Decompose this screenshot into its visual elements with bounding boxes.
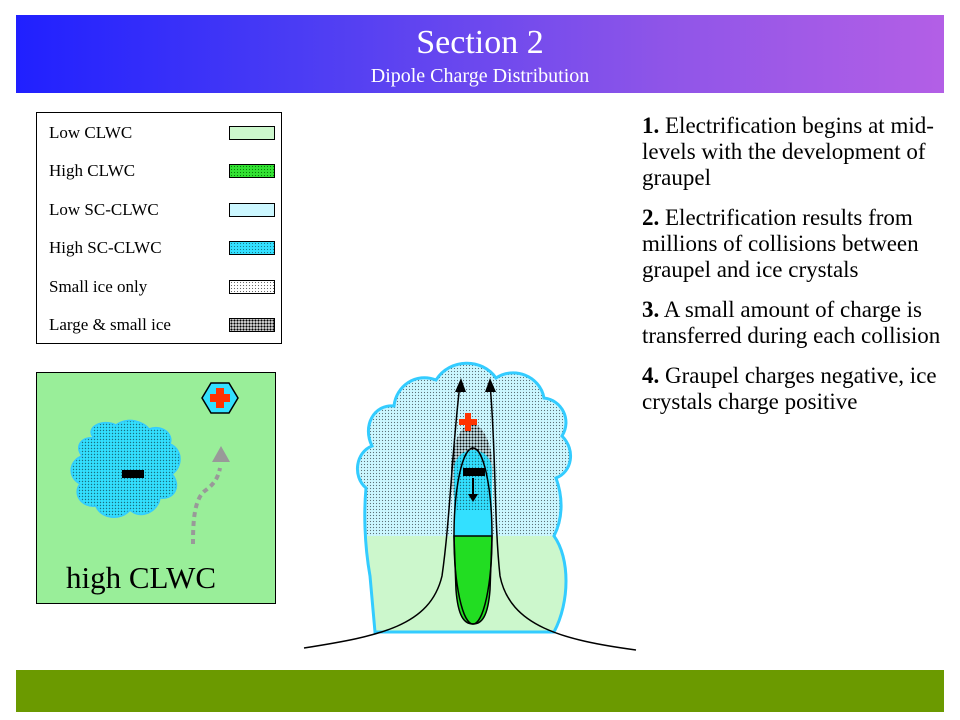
legend-swatch-high-clwc	[229, 164, 275, 178]
slide-subtitle: Dipole Charge Distribution	[370, 65, 590, 87]
step-text: A small amount of charge is transferred …	[642, 297, 941, 348]
arrow-head-icon	[212, 446, 230, 462]
step-number: 3.	[642, 297, 660, 322]
step-number: 4.	[642, 363, 660, 388]
legend-swatch-small-ice	[229, 280, 275, 294]
legend-label: High CLWC	[49, 161, 136, 180]
high-sc-clwc-blob	[70, 419, 181, 518]
legend-label: High SC-CLWC	[49, 238, 162, 257]
arrow-head-icon	[485, 378, 496, 392]
high-clwc-inset: high CLWC	[36, 372, 276, 604]
legend-item-large-small-ice: Large & small ice	[49, 314, 277, 336]
legend-label: Low SC-CLWC	[49, 200, 159, 219]
legend-item-high-clwc: High CLWC	[49, 160, 277, 182]
legend: Low CLWC High CLWC Low SC-CLWC High SC-C…	[36, 112, 282, 344]
arrow-head-icon	[468, 494, 478, 502]
legend-item-small-ice: Small ice only	[49, 276, 277, 298]
plus-icon	[459, 413, 477, 431]
thunderstorm-cloud-diagram	[300, 340, 640, 660]
trajectory-arrow	[191, 467, 222, 545]
step-number: 1.	[642, 113, 660, 138]
low-sc-clwc-core	[454, 510, 492, 536]
step-3: 3. A small amount of charge is transferr…	[642, 297, 942, 349]
legend-item-low-clwc: Low CLWC	[49, 122, 277, 144]
minus-icon	[463, 468, 485, 476]
step-number: 2.	[642, 205, 660, 230]
step-text: Graupel charges negative, ice crystals c…	[642, 363, 937, 414]
updraft-streamline-right	[489, 383, 637, 651]
step-text: Electrification results from millions of…	[642, 205, 919, 282]
plus-icon	[210, 388, 230, 408]
legend-swatch-low-clwc	[229, 126, 275, 140]
explanation-steps: 1. Electrification begins at mid-levels …	[642, 113, 942, 429]
slide-header: Section 2 Dipole Charge Distribution	[16, 15, 944, 93]
footer-bar	[16, 670, 944, 712]
legend-swatch-high-sc-clwc	[229, 241, 275, 255]
cloud-outline	[356, 361, 572, 634]
minus-icon	[122, 470, 144, 478]
step-text: Electrification begins at mid-levels wit…	[642, 113, 934, 190]
step-2: 2. Electrification results from millions…	[642, 205, 942, 283]
legend-item-high-sc-clwc: High SC-CLWC	[49, 237, 277, 259]
legend-label: Large & small ice	[49, 315, 171, 334]
legend-label: Small ice only	[49, 277, 148, 296]
inset-label: high CLWC	[66, 560, 217, 595]
arrow-head-icon	[455, 378, 466, 392]
slide-title: Section 2	[416, 24, 544, 61]
legend-item-low-sc-clwc: Low SC-CLWC	[49, 199, 277, 221]
legend-label: Low CLWC	[49, 123, 133, 142]
graupel-column-outline	[453, 447, 493, 625]
step-1: 1. Electrification begins at mid-levels …	[642, 113, 942, 191]
legend-swatch-low-sc-clwc	[229, 203, 275, 217]
legend-swatch-large-small-ice	[229, 318, 275, 332]
step-4: 4. Graupel charges negative, ice crystal…	[642, 363, 942, 415]
high-clwc-core	[453, 535, 493, 625]
updraft-streamline-left	[303, 383, 461, 649]
